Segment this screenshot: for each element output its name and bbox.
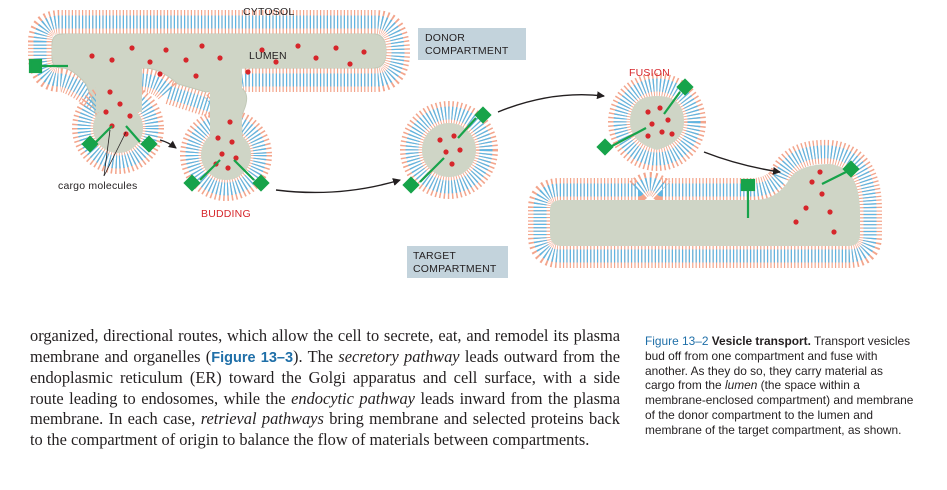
- figure-reference-link[interactable]: Figure 13–3: [211, 349, 294, 366]
- budding-label: BUDDING: [201, 208, 251, 220]
- body-text-3: leads outward from the endoplasmic retic…: [30, 346, 621, 408]
- vesicle-transport-diagram: CYTOSOL LUMEN DONOR COMPARTMENT TARGET C…: [28, 6, 882, 278]
- cargo-pointer-lines: [103, 129, 127, 177]
- caption-lumen-term: lumen: [724, 378, 758, 393]
- body-text-1: organized, directional routes, which all…: [30, 326, 620, 366]
- donor-compartment-label: DONOR COMPARTMENT: [418, 28, 526, 60]
- figure-caption: Figure 13–2 Vesicle transport. Transport…: [645, 334, 915, 438]
- lumen-label: LUMEN: [249, 50, 287, 62]
- figure-number: Figure 13–2: [645, 334, 709, 348]
- secretory-pathway-term: secretory pathway: [338, 346, 460, 366]
- retrieval-pathways-term: retrieval pathways: [200, 409, 324, 429]
- transport-vesicle: [400, 101, 498, 199]
- svg-text:DONOR: DONOR: [425, 32, 465, 44]
- body-text-5: bring membrane and selected proteins bac…: [30, 409, 620, 449]
- svg-text:COMPARTMENT: COMPARTMENT: [413, 263, 497, 275]
- target-compartment-label: TARGET COMPARTMENT: [407, 246, 508, 278]
- body-text-2: ). The: [293, 346, 339, 366]
- caption-text-2: (the space within a membrane-enclosed co…: [645, 378, 914, 437]
- caption-text-1: Transport vesicles bud off from one comp…: [645, 334, 911, 393]
- target-compartment: [528, 139, 882, 268]
- donor-compartment: [28, 10, 410, 201]
- svg-text:TARGET: TARGET: [413, 250, 456, 262]
- cargo-molecules-label: cargo molecules: [58, 180, 137, 192]
- figure-title: Vesicle transport.: [711, 334, 811, 348]
- cytosol-label: CYTOSOL: [243, 6, 294, 18]
- cargo-receptors: [28, 58, 860, 218]
- body-text-4: leads inward from the plasma membrane. I…: [30, 388, 620, 429]
- endocytic-pathway-term: endocytic pathway: [291, 388, 415, 408]
- fusion-label: FUSION: [629, 67, 670, 79]
- process-arrows: [159, 91, 781, 194]
- body-paragraph: organized, directional routes, which all…: [30, 326, 620, 451]
- fusing-vesicle: [608, 73, 706, 171]
- svg-text:COMPARTMENT: COMPARTMENT: [425, 45, 509, 57]
- cargo-dots: [89, 43, 837, 235]
